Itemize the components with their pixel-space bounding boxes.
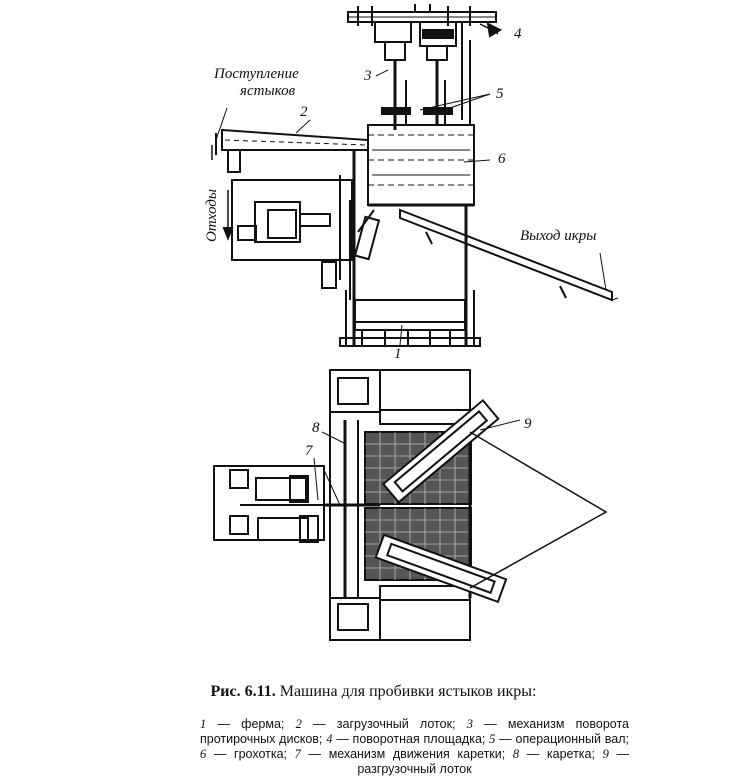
legend-item: 5 — операционный вал; [489, 732, 629, 746]
callout-9: 9 [524, 416, 532, 432]
legend-item-number: 8 [512, 747, 520, 761]
figure-caption: Рис. 6.11. Машина для пробивки ястыков и… [40, 683, 707, 777]
legend-item-text: — механизм движения каретки; [300, 747, 513, 761]
legend-item-text: — загрузочный лоток; [301, 717, 467, 731]
callout-5: 5 [496, 86, 504, 102]
caption-legend: 1 — ферма; 2 — загрузочный лоток; 3 — ме… [40, 717, 707, 777]
label-waste: Отходы [204, 189, 220, 242]
legend-item-number: 3 [466, 717, 473, 731]
legend-item-text: — грохотка; [206, 747, 295, 761]
legend-item: 8 — каретка; [513, 747, 603, 761]
legend-item-text: — каретка; [519, 747, 603, 761]
legend-item: 3 — механизм поворота протирочных дисков… [200, 717, 629, 746]
callout-8: 8 [312, 420, 320, 436]
callout-3: 3 [363, 68, 372, 84]
legend-item: 6 — грохотка; [200, 747, 295, 761]
legend-item: 7 — механизм движения каретки; [295, 747, 513, 761]
plan-view [213, 369, 608, 641]
legend-item-number: 5 [489, 732, 496, 746]
side-elevation [211, 4, 619, 347]
caption-heading: Машина для пробивки ястыков икры: [279, 683, 537, 700]
callout-7: 7 [305, 443, 314, 459]
caption-number: Рис. 6.11. [210, 683, 276, 700]
legend-item-number: 4 [326, 732, 333, 746]
label-roe-exit: Выход икры [520, 228, 596, 244]
legend-item-number: 1 [200, 717, 207, 731]
legend-item-number: 7 [294, 747, 301, 761]
legend-item-text: — поворотная площадка; [332, 732, 490, 746]
legend-item: 2 — загрузочный лоток; [296, 717, 467, 731]
legend-item: 4 — поворотная площадка; [326, 732, 489, 746]
legend-item-number: 6 [200, 747, 207, 761]
legend-item-text: — операционный вал; [495, 732, 629, 746]
callout-4: 4 [514, 26, 522, 42]
legend-item: 1 — ферма; [200, 717, 296, 731]
legend-item-number: 9 [602, 747, 609, 761]
legend-item-text: — разгрузочный лоток [357, 747, 629, 776]
legend-item-number: 2 [295, 717, 302, 731]
machine-drawing: Поступление ястыков Отходы Выход икры 1 … [204, 4, 619, 641]
label-intake-line2: ястыков [239, 83, 296, 99]
legend-item-text: — механизм поворота протирочных дисков; [200, 717, 629, 746]
callout-1: 1 [394, 346, 402, 362]
legend-item: 9 — разгрузочный лоток [357, 747, 629, 776]
caption-title: Рис. 6.11. Машина для пробивки ястыков и… [40, 683, 707, 701]
callout-2: 2 [300, 104, 308, 120]
callout-6: 6 [498, 151, 506, 167]
legend-item-text: — ферма; [206, 717, 296, 731]
label-intake-line1: Поступление [213, 66, 299, 82]
